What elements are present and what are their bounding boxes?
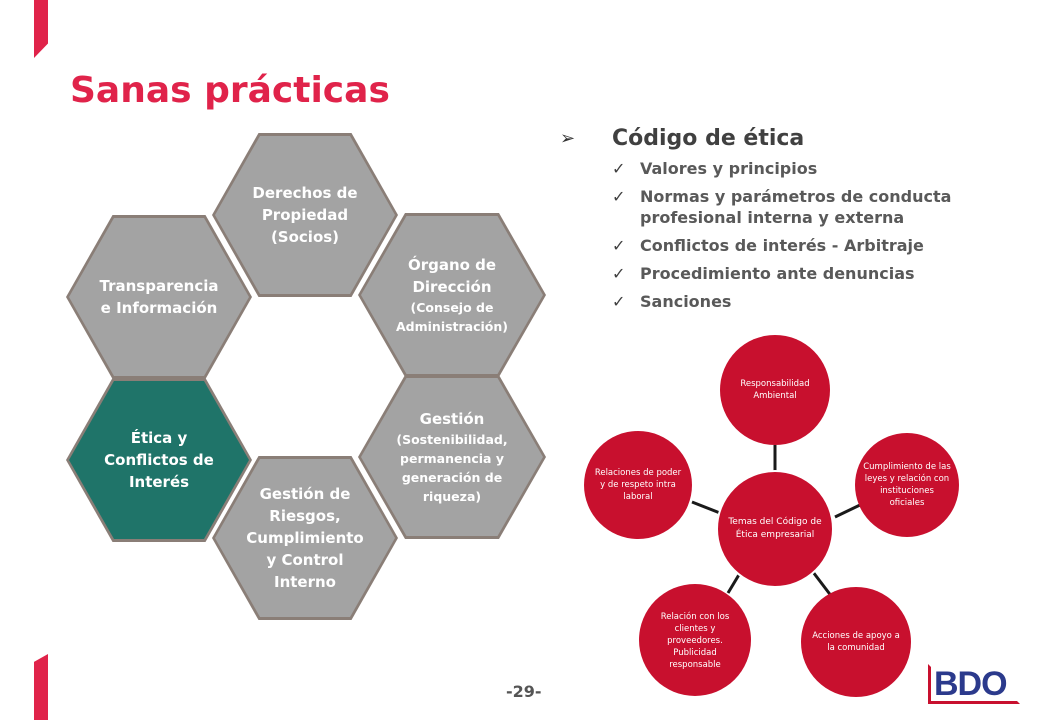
page-title: Sanas prácticas [70, 70, 390, 111]
diagram-node-label: Acciones de apoyo a la comunidad [812, 631, 900, 653]
list-item: ✓ Procedimiento ante denuncias [612, 263, 1012, 284]
hex-etica: Ética y Conflictos de Interés [66, 378, 252, 542]
arrow-bullet-icon: ➢ [560, 128, 576, 149]
diagram-node-label: Responsabilidad Ambiental [740, 379, 810, 401]
hex-riesgos: Gestión de Riesgos, Cumplimiento y Contr… [212, 456, 398, 620]
diagram-node-comunidad [801, 587, 911, 697]
diagram-center-label: Temas del Código de Ética empresarial [728, 517, 822, 540]
diagram-node-cumplimiento [855, 433, 959, 537]
bottom-accent-bar [34, 654, 48, 720]
list-item-text: Procedimiento ante denuncias [640, 264, 915, 283]
code-heading: ➢ Código de ética [560, 126, 804, 151]
page-number: -29- [506, 682, 542, 701]
hex-gestion-label: Gestión [419, 410, 485, 428]
check-icon: ✓ [612, 187, 626, 206]
hex-etica-label: Ética y Conflictos de Interés [104, 429, 214, 491]
list-item: ✓ Normas y parámetros de conducta profesi… [612, 186, 1012, 228]
hex-transparencia: Transparencia e Información [66, 215, 252, 379]
diagram-node-relaciones [584, 431, 692, 539]
bdo-logo-text: BDO [934, 665, 1008, 703]
hex-riesgos-label: Gestión de Riesgos, Cumplimiento y Contr… [246, 485, 364, 591]
hex-gestion: Gestión (Sostenibilidad, permanencia y g… [358, 375, 546, 539]
list-item-text: Valores y principios [640, 159, 818, 178]
code-checklist: ✓ Valores y principios ✓ Normas y parámetr… [612, 158, 1012, 319]
hex-organo: Órgano de Dirección (Consejo de Administ… [358, 213, 546, 377]
hex-organo-label: Órgano de Dirección [407, 256, 497, 296]
hex-propiedad-label: Derechos de Propiedad (Socios) [252, 184, 358, 246]
diagram-node-ambiental [720, 335, 830, 445]
check-icon: ✓ [612, 292, 626, 311]
list-item: ✓ Valores y principios [612, 158, 1012, 179]
top-accent-bar [34, 0, 48, 58]
diagram-node-label: Relaciones de poder y de respeto intra l… [594, 468, 682, 502]
list-item-text: Conflictos de interés - Arbitraje [640, 236, 924, 255]
diagram-node-label: Cumplimiento de las leyes y relación con… [863, 462, 951, 508]
diagram-node-clientes [639, 584, 751, 696]
list-item: ✓ Conflictos de interés - Arbitraje [612, 235, 1012, 256]
code-title: Código de ética [612, 126, 805, 151]
list-item-text: Normas y parámetros de conducta profesio… [640, 187, 952, 227]
diagram-center-node [716, 470, 834, 588]
check-icon: ✓ [612, 236, 626, 255]
hex-gestion-sublabel: (Sostenibilidad, permanencia y generació… [396, 432, 508, 504]
hex-organo-sublabel: (Consejo de Administración) [395, 300, 509, 334]
list-item: ✓ Sanciones [612, 291, 1012, 312]
bdo-logo: BDO [928, 664, 1020, 704]
hex-propiedad: Derechos de Propiedad (Socios) [212, 133, 398, 297]
hex-transparencia-label: Transparencia e Información [99, 277, 219, 317]
diagram-node-label: Relación con los clientes y proveedores.… [660, 612, 730, 670]
ethics-radial-diagram: Temas del Código de Ética empresarial Re… [584, 335, 959, 697]
list-item-text: Sanciones [640, 292, 732, 311]
check-icon: ✓ [612, 264, 626, 283]
check-icon: ✓ [612, 159, 626, 178]
